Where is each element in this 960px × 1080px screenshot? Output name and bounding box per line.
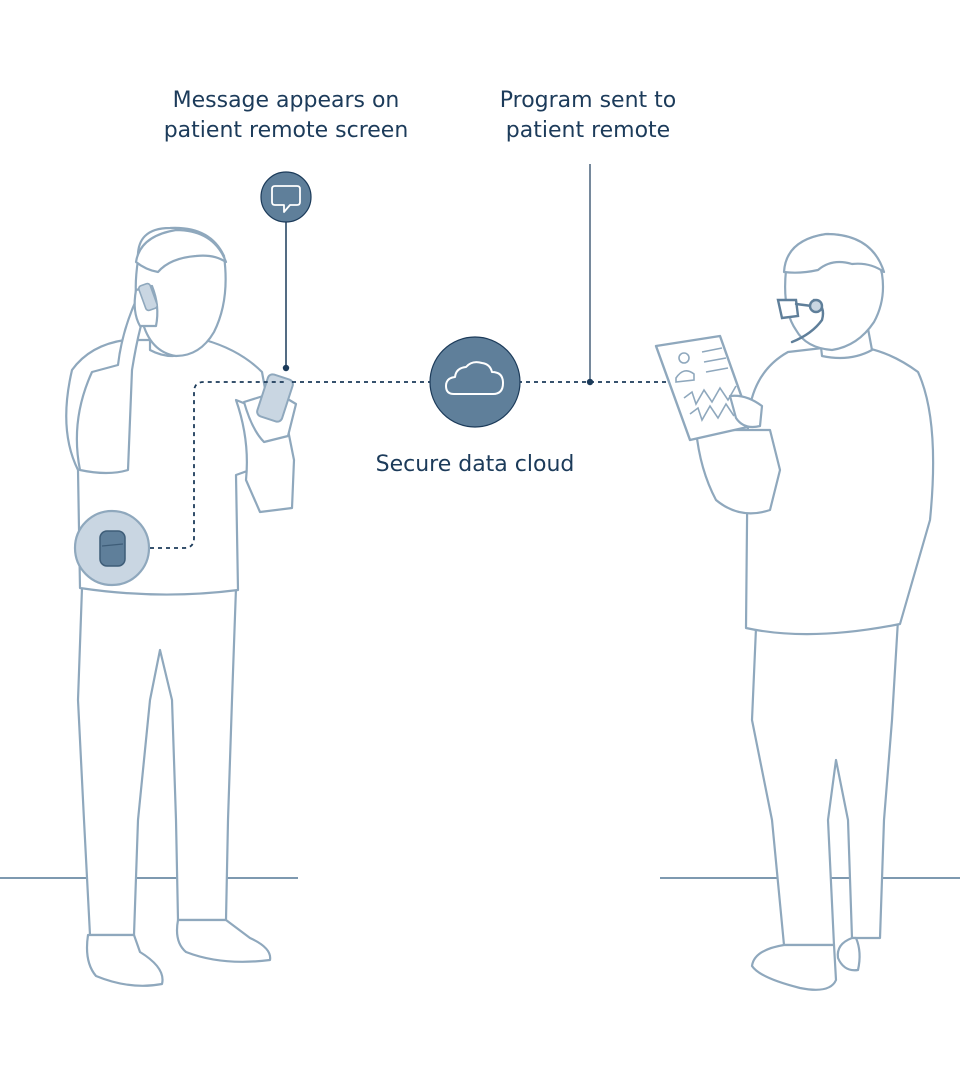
clinician-figure xyxy=(694,232,935,991)
patient-figure xyxy=(65,226,298,987)
label-program-line1: Program sent to xyxy=(499,88,677,113)
headset-glasses xyxy=(776,298,825,344)
label-message-appears: Message appears on patient remote screen xyxy=(140,86,432,146)
label-message-line2: patient remote screen xyxy=(163,118,409,143)
phone-at-ear xyxy=(137,282,159,312)
dotted-connection-implant xyxy=(150,381,286,549)
cloud-icon xyxy=(429,336,521,428)
label-message-line1: Message appears on xyxy=(172,88,400,113)
implant-device-icon xyxy=(73,509,151,587)
label-secure-data-cloud: Secure data cloud xyxy=(345,450,605,480)
label-program-sent: Program sent to patient remote xyxy=(470,86,706,146)
label-cloud-text: Secure data cloud xyxy=(375,452,575,477)
clinician-tablet xyxy=(654,334,754,442)
speech-bubble-icon xyxy=(260,171,312,223)
clinician-hand-on-tablet xyxy=(728,394,764,429)
label-program-line2: patient remote xyxy=(505,118,671,143)
leader-dot-message xyxy=(282,364,290,372)
patient-remote-phone xyxy=(256,373,294,423)
leader-dot-program xyxy=(586,378,594,386)
